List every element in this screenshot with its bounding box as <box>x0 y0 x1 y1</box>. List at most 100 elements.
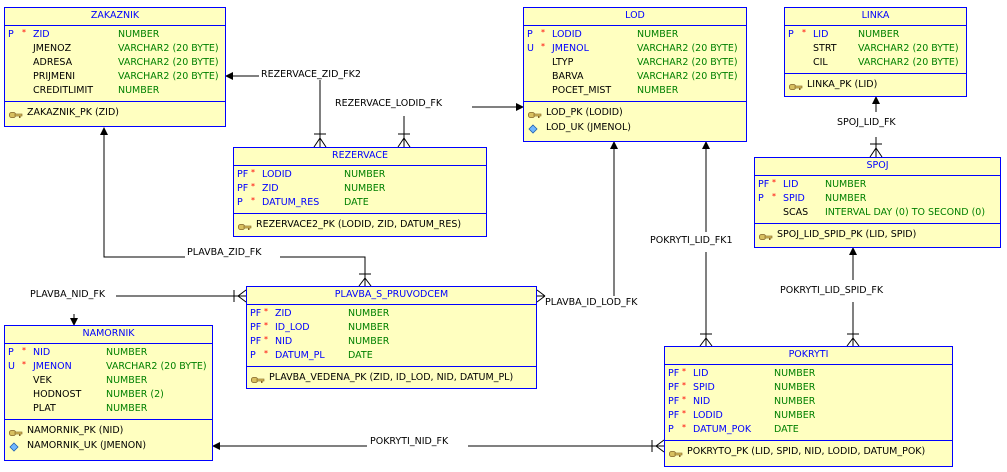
key-type: P <box>8 347 14 358</box>
primary-key-icon <box>9 109 23 118</box>
column-datatype: NUMBER <box>774 410 816 421</box>
column-name: POCET_MIST <box>552 85 612 96</box>
constraint-row[interactable]: NAMORNIK_PK (NID) <box>5 423 212 438</box>
constraint-row[interactable]: REZERVACE2_PK (LODID, ZID, DATUM_RES) <box>234 217 486 232</box>
constraint-row[interactable]: POKRYTO_PK (LID, SPID, NID, LODID, DATUM… <box>665 444 952 459</box>
rel-label-pokryti-nid-fk: POKRYTI_NID_FK <box>368 436 451 447</box>
rel-pokryti-lid-fk1[interactable] <box>699 141 713 347</box>
rel-rezervace-lodid-fk[interactable] <box>397 103 524 148</box>
column-datatype: NUMBER <box>825 193 867 204</box>
table-title: LINKA <box>785 8 966 26</box>
constraint-row[interactable]: LOD_PK (LODID) <box>524 105 746 120</box>
rel-pokryti-nid-fk[interactable] <box>212 439 665 453</box>
primary-key-icon <box>238 221 252 230</box>
rel-pokryti-lid-spid-fk[interactable] <box>846 247 860 347</box>
column-datatype: NUMBER <box>106 347 148 358</box>
constraint-text: LOD_UK (JMENOL) <box>546 122 631 133</box>
mandatory-marker: * <box>772 178 776 187</box>
rel-label-rezervace-lodid-fk: REZERVACE_LODID_FK <box>333 98 445 109</box>
column-datatype: NUMBER <box>774 368 816 379</box>
primary-key-icon <box>759 231 773 240</box>
mandatory-marker: * <box>251 182 255 191</box>
column-datatype: VARCHAR2 (20 BYTE) <box>106 361 207 372</box>
rel-plavba-id-lod-fk[interactable] <box>536 141 618 303</box>
mandatory-marker: * <box>264 349 268 358</box>
column-datatype: VARCHAR2 (20 BYTE) <box>118 57 219 68</box>
rel-rezervace-zid-fk2[interactable] <box>225 72 327 148</box>
constraint-text: PLAVBA_VEDENA_PK (ZID, ID_LOD, NID, DATU… <box>269 372 514 383</box>
column-datatype: NUMBER <box>858 29 900 40</box>
constraint-row[interactable]: SPOJ_LID_SPID_PK (LID, SPID) <box>755 227 1000 242</box>
primary-key-icon <box>669 448 683 457</box>
mandatory-marker: * <box>772 192 776 201</box>
rel-spoj-lid-fk[interactable] <box>869 96 883 158</box>
column-name: JMENOL <box>552 43 589 54</box>
rel-label-rezervace-zid-fk2: REZERVACE_ZID_FK2 <box>259 69 363 80</box>
constraint-row[interactable]: LINKA_PK (LID) <box>785 77 966 92</box>
mandatory-marker: * <box>682 423 686 432</box>
key-type: PF <box>668 396 680 407</box>
rel-plavba-zid-fk[interactable] <box>100 127 372 287</box>
constraint-row[interactable]: NAMORNIK_UK (JMENON) <box>5 438 212 453</box>
column-datatype: DATE <box>774 424 799 435</box>
constraint-list: LINKA_PK (LID) <box>785 74 966 92</box>
rel-plavba-nid-fk[interactable] <box>70 289 247 326</box>
rel-label-spoj-lid-fk: SPOJ_LID_FK <box>835 117 898 128</box>
constraint-row[interactable]: PLAVBA_VEDENA_PK (ZID, ID_LOD, NID, DATU… <box>247 370 536 385</box>
column-name: LID <box>693 368 709 379</box>
rel-label-pokryti-lid-spid-fk: POKRYTI_LID_SPID_FK <box>778 285 886 296</box>
column-datatype: NUMBER <box>348 336 390 347</box>
constraint-row[interactable]: ZAKAZNIK_PK (ZID) <box>5 105 225 120</box>
mandatory-marker: * <box>682 381 686 390</box>
constraint-text: NAMORNIK_PK (NID) <box>27 425 124 436</box>
column-datatype: NUMBER <box>118 85 160 96</box>
constraint-row[interactable]: LOD_UK (JMENOL) <box>524 120 746 135</box>
column-datatype: VARCHAR2 (20 BYTE) <box>858 57 959 68</box>
column-name: BARVA <box>552 71 584 82</box>
constraint-text: LOD_PK (LODID) <box>546 107 623 118</box>
